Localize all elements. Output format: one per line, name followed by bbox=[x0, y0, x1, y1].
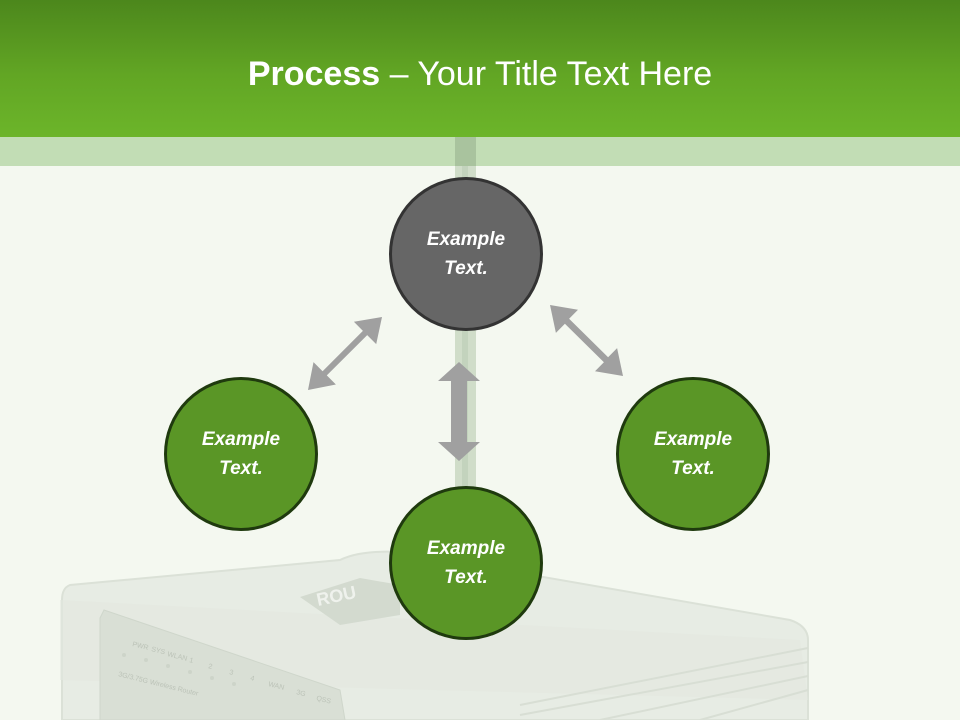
port-label: 2 bbox=[208, 663, 214, 671]
node-label: Example Text. bbox=[426, 538, 506, 588]
node-label: Example Text. bbox=[426, 229, 506, 279]
port-label: QSS bbox=[316, 695, 332, 705]
process-node-bottom: Example Text. bbox=[389, 486, 543, 640]
slide-title: Process – Your Title Text Here bbox=[0, 52, 960, 96]
header-accent-band bbox=[0, 137, 960, 166]
slide-title-bold: Process bbox=[247, 55, 381, 93]
router-front-panel bbox=[99, 609, 346, 720]
port-label: 3 bbox=[229, 669, 235, 677]
port-label: 1 bbox=[189, 657, 195, 665]
title-header-bar bbox=[0, 0, 960, 137]
port-label: SYS bbox=[151, 646, 167, 656]
process-node-top: Example Text. bbox=[389, 177, 543, 331]
process-node-right: Example Text. bbox=[616, 377, 770, 531]
node-label: Example Text. bbox=[201, 429, 281, 479]
port-label: WLAN bbox=[167, 651, 188, 663]
slide-title-rest: – Your Title Text Here bbox=[380, 55, 713, 93]
port-label: PWR bbox=[132, 641, 150, 652]
router-brand-plate bbox=[300, 578, 400, 625]
process-node-left: Example Text. bbox=[164, 377, 318, 531]
port-label: WAN bbox=[268, 681, 285, 692]
node-label: Example Text. bbox=[653, 429, 733, 479]
port-label: 4 bbox=[250, 675, 256, 683]
port-label: 3G bbox=[296, 689, 307, 698]
